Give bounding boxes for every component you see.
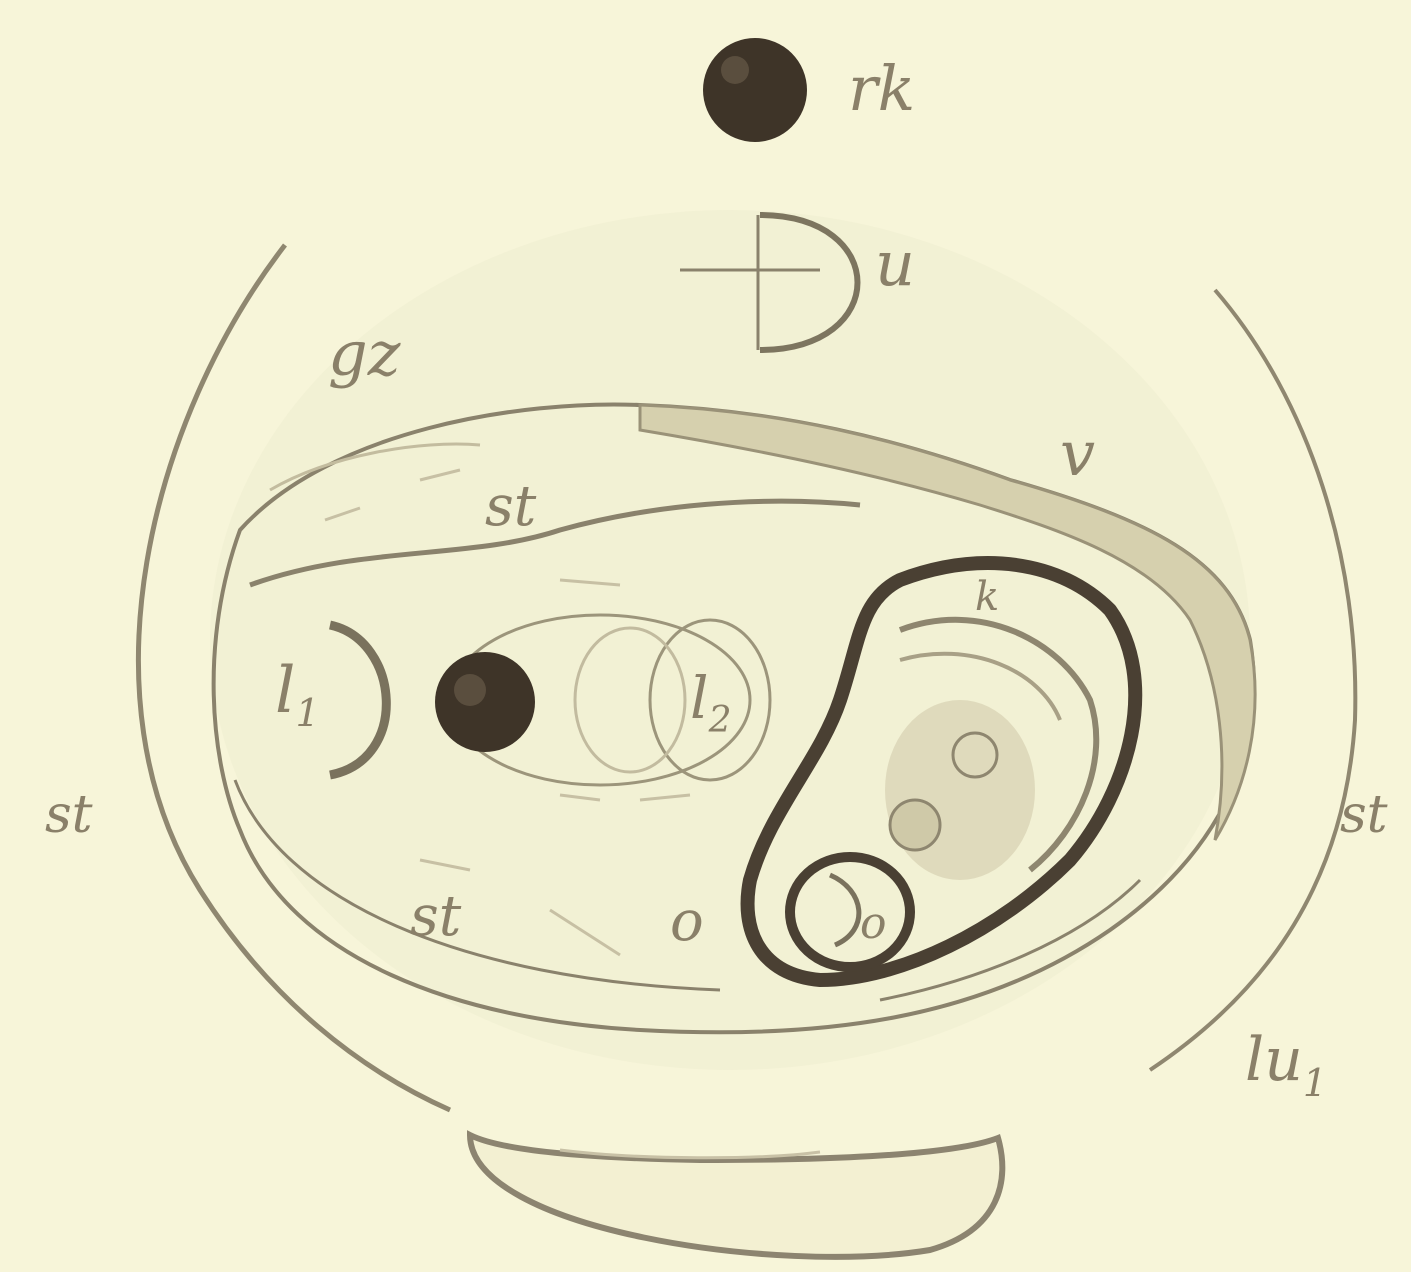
label-k: k: [975, 574, 999, 620]
label-o-bottom: o: [670, 889, 704, 954]
bottom-dish-shape: [470, 1135, 1002, 1257]
label-lu1: lu1: [1245, 1025, 1327, 1105]
label-rk: rk: [848, 52, 915, 125]
label-st-left: st: [45, 785, 93, 845]
rk-dot: [703, 38, 807, 142]
k-core-shade: [885, 700, 1035, 880]
nucleus-dot-center: [435, 652, 535, 752]
label-st-top: st: [485, 474, 537, 539]
label-st-right: st: [1340, 785, 1388, 845]
k-core-circle-2: [890, 800, 940, 850]
nucleus-dot-center-highlight: [454, 674, 486, 706]
label-st-bottom: st: [410, 884, 462, 949]
label-v: v: [1060, 417, 1095, 490]
rk-dot-highlight: [721, 56, 749, 84]
label-o-right: o: [860, 898, 887, 949]
label-u: u: [875, 227, 915, 300]
label-gz: gz: [328, 317, 401, 390]
